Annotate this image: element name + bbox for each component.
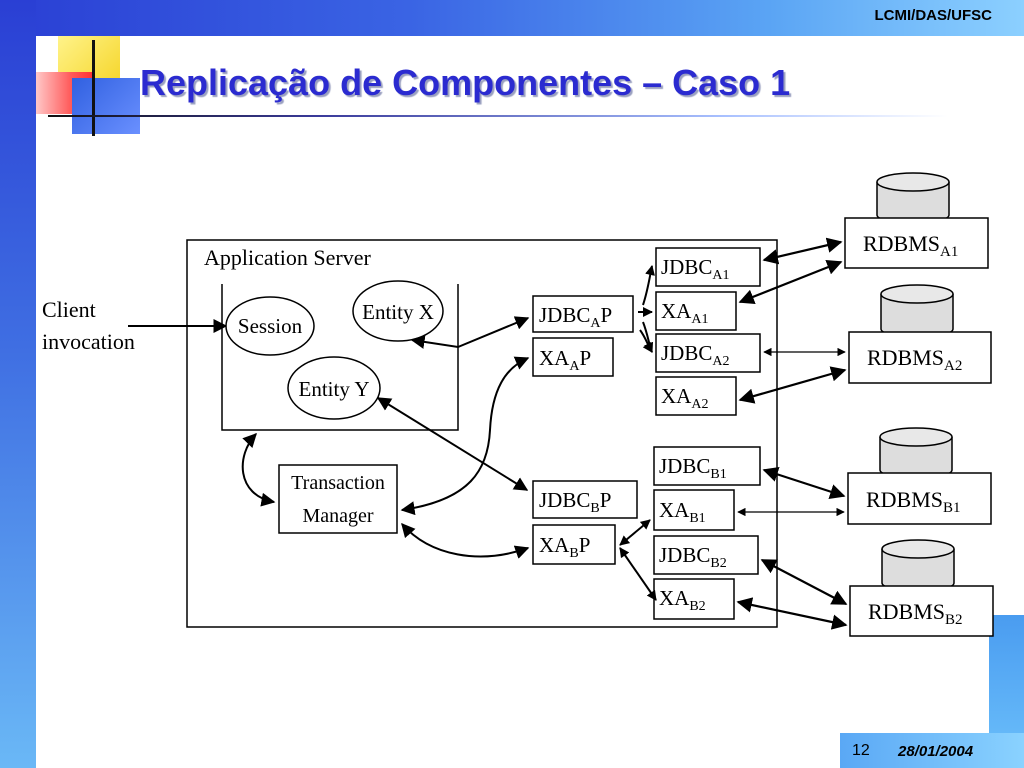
slide-title: Replicação de Componentes – Caso 1 bbox=[140, 62, 791, 103]
xa-a1-box bbox=[655, 291, 737, 331]
jdbc-b-proxy-label: JDBCBP bbox=[539, 488, 611, 516]
tm-to-xa-a-connector bbox=[400, 356, 530, 516]
client-label-line1: Client bbox=[42, 297, 96, 322]
xa-a1-to-rdbms-a1-connector bbox=[738, 259, 843, 305]
footer-date: 28/01/2004 bbox=[898, 743, 974, 760]
jdbc-a2-label: JDBCA2 bbox=[661, 341, 729, 369]
jdbc-b1-box bbox=[653, 446, 761, 486]
rdbms-b1-label: RDBMSB1 bbox=[866, 487, 961, 516]
rdbms-a1-label: RDBMSA1 bbox=[863, 231, 958, 260]
rdbms-b1: RDBMSB1 bbox=[847, 427, 992, 525]
xa-a-proxy-label: XAAP bbox=[539, 346, 591, 374]
jdbc-a1-to-rdbms-a1-connector bbox=[762, 237, 843, 265]
rdbms-b2: RDBMSB2 bbox=[849, 539, 994, 637]
xa-b-proxy-label: XABP bbox=[539, 533, 590, 561]
database-cylinder-a1-top bbox=[876, 172, 950, 192]
jdbc-b1-to-rdbms-b1-connector bbox=[762, 466, 846, 500]
database-cylinder-a2-top bbox=[880, 284, 954, 304]
xa-b2-label: XAB2 bbox=[659, 586, 706, 614]
xa-b-proxy-to-xa-b1-connector bbox=[619, 519, 651, 546]
xa-b2-to-rdbms-b2-connector bbox=[736, 597, 848, 630]
jdbc-b2-to-rdbms-b2-connector bbox=[760, 559, 848, 605]
jdbc-b1-label: JDBCB1 bbox=[659, 454, 727, 482]
entity-x-to-jdbc-a-connector bbox=[410, 316, 530, 349]
rdbms-a2: RDBMSA2 bbox=[848, 284, 992, 384]
xa-a2-to-rdbms-a2-connector bbox=[738, 366, 847, 404]
session-label: Session bbox=[238, 314, 303, 338]
client-label-line2: invocation bbox=[42, 329, 135, 354]
entity-y-to-jdbc-b-connector bbox=[376, 397, 529, 491]
transaction-manager-line1: Transaction bbox=[291, 472, 385, 494]
jdbc-a-proxy-box bbox=[532, 295, 634, 333]
xa-a1-label: XAA1 bbox=[661, 299, 708, 327]
jdbc-b-proxy-box bbox=[532, 480, 638, 519]
rdbms-a2-label: RDBMSA2 bbox=[867, 345, 962, 374]
xa-b1-label: XAB1 bbox=[659, 498, 706, 526]
container-to-tm-connector bbox=[241, 432, 276, 507]
vertical-rule-decoration bbox=[92, 40, 95, 136]
application-server-label: Application Server bbox=[204, 245, 371, 270]
xa-a-proxy-box bbox=[532, 337, 614, 377]
left-banner bbox=[0, 0, 36, 768]
session-node bbox=[225, 296, 315, 356]
entity-y-node bbox=[287, 356, 381, 420]
xa-b1-box bbox=[653, 489, 735, 531]
rdbms-a2-box bbox=[848, 331, 992, 384]
database-cylinder-b1-top bbox=[879, 427, 953, 447]
xa-b2-box bbox=[653, 578, 735, 620]
jdbc-b2-label: JDBCB2 bbox=[659, 543, 727, 571]
jdbc-a2-box bbox=[655, 333, 761, 373]
transaction-manager-line2: Manager bbox=[302, 505, 373, 527]
top-banner bbox=[0, 0, 1024, 36]
footer-strip bbox=[840, 733, 1024, 768]
xa-b-proxy-to-xa-b2-connector bbox=[619, 547, 657, 601]
entity-x-label: Entity X bbox=[362, 300, 434, 324]
rdbms-b1-box bbox=[847, 472, 992, 525]
jdbc-b2-box bbox=[653, 535, 759, 575]
org-label: LCMI/DAS/UFSC bbox=[874, 7, 993, 24]
jdbc-a-proxy-label: JDBCAP bbox=[539, 303, 612, 331]
xa-a2-box bbox=[655, 376, 737, 416]
page-number: 12 bbox=[852, 742, 870, 759]
title-underline bbox=[48, 115, 948, 117]
jdbc-a-proxy-to-jdbc-a1-connector bbox=[642, 265, 655, 306]
xa-a-proxy-to-xa-a2-connector bbox=[639, 329, 653, 353]
jdbc-a1-label: JDBCA1 bbox=[661, 255, 729, 283]
application-server-frame bbox=[186, 239, 778, 628]
xa-b-proxy-box bbox=[532, 524, 616, 565]
tm-to-xa-b-connector bbox=[401, 522, 530, 559]
blue-square-decoration bbox=[72, 78, 140, 134]
entity-y-label: Entity Y bbox=[299, 377, 370, 401]
rdbms-b2-box bbox=[849, 585, 994, 637]
rdbms-a1: RDBMSA1 bbox=[844, 172, 989, 269]
rdbms-b2-label: RDBMSB2 bbox=[868, 599, 963, 628]
rdbms-a1-box bbox=[844, 217, 989, 269]
xa-a2-label: XAA2 bbox=[661, 384, 708, 412]
database-cylinder-b2-top bbox=[881, 539, 955, 559]
